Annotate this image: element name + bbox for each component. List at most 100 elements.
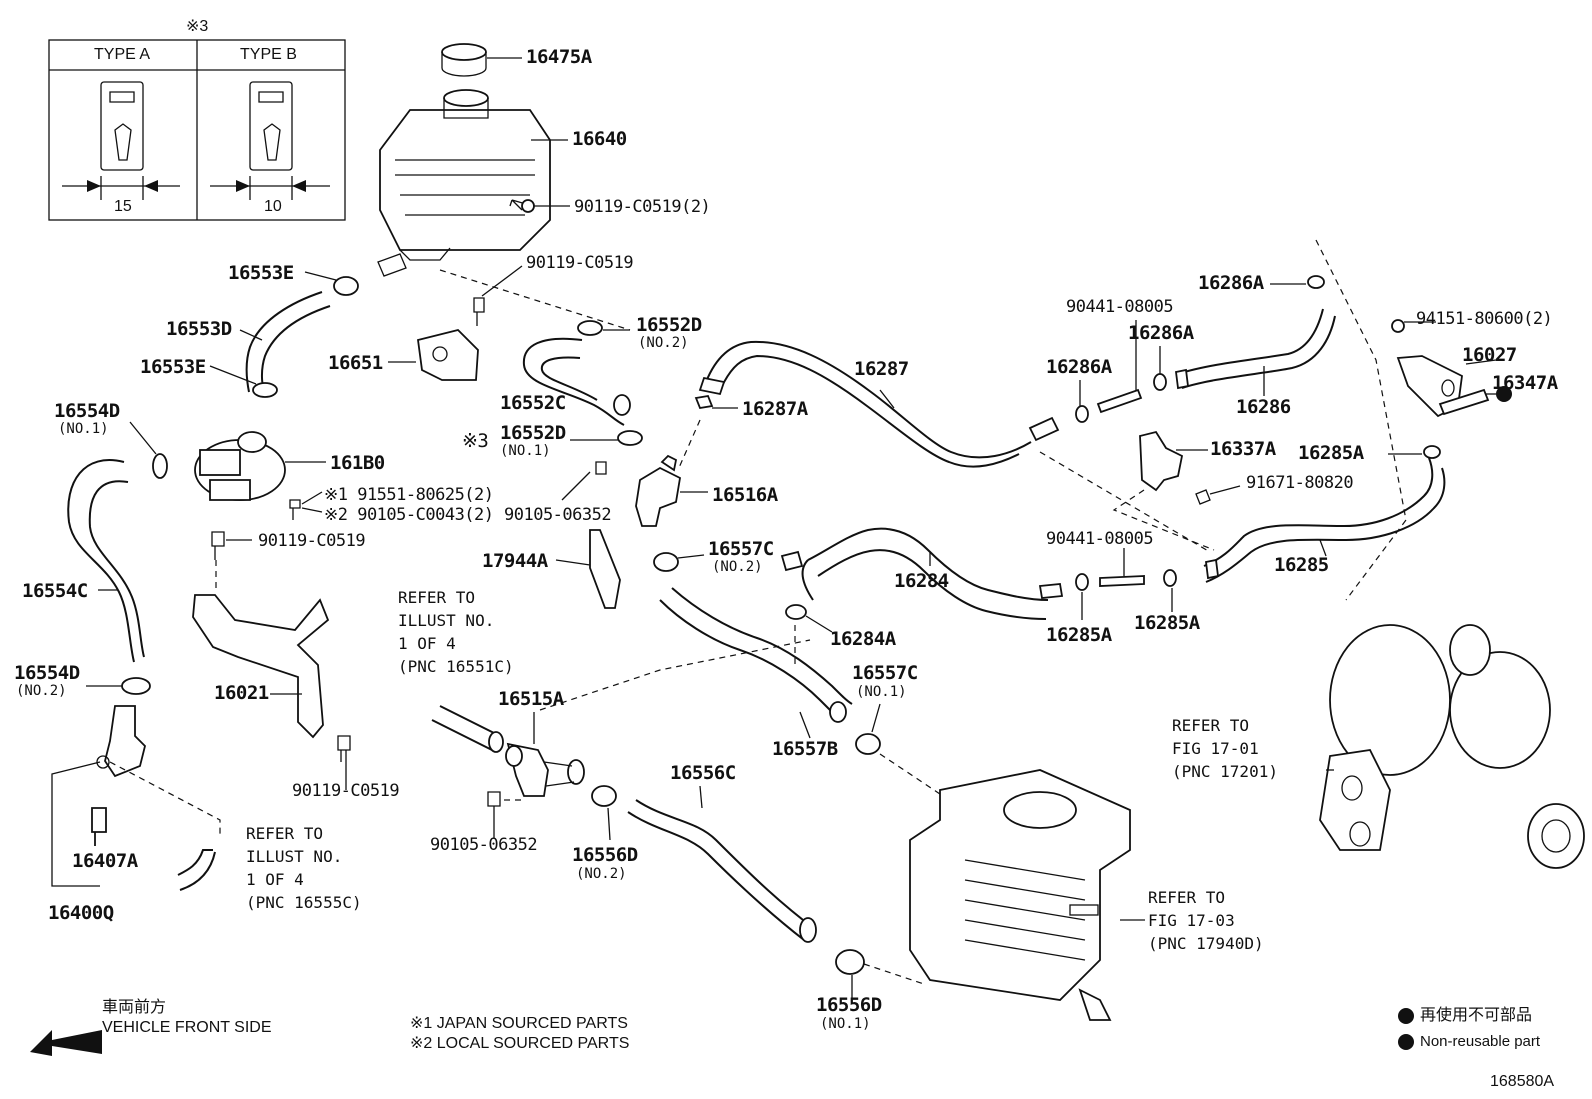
part-16516A: 16516A bbox=[712, 484, 778, 506]
part-16554D-bot: 16554D bbox=[14, 662, 80, 684]
part-90119-c0519-low: 90119-C0519 bbox=[292, 781, 400, 801]
part-16554D-bot-sub: (NO.2) bbox=[16, 683, 67, 699]
tank-bolt bbox=[509, 199, 570, 213]
inset-dim-a: 15 bbox=[114, 198, 132, 215]
hose-16554C bbox=[67, 459, 145, 663]
part-16285A-a: 16285A bbox=[1298, 442, 1364, 464]
clamp-16554D-top bbox=[129, 421, 168, 479]
pump-bolts bbox=[289, 491, 323, 520]
part-16557C-top-sub: (NO.2) bbox=[712, 559, 763, 575]
part-16285: 16285 bbox=[1274, 554, 1329, 576]
clamp-16557C-top bbox=[653, 552, 705, 572]
part-90441-top: 90441-08005 bbox=[1066, 297, 1174, 317]
part-90105-06352-top: 90105-06352 bbox=[504, 505, 612, 525]
front-arrow bbox=[30, 1030, 102, 1056]
part-16400Q: 16400Q bbox=[48, 902, 114, 924]
pipe-90441-top bbox=[1075, 320, 1167, 423]
part-16515A: 16515A bbox=[498, 688, 564, 710]
clip-type-inset bbox=[48, 39, 346, 221]
vehicle-front-en: VEHICLE FRONT SIDE bbox=[102, 1019, 272, 1036]
part-90441-bot: 90441-08005 bbox=[1046, 529, 1154, 549]
hose-ref-16551C bbox=[431, 705, 504, 753]
part-16556D-bot-sub: (NO.1) bbox=[820, 1016, 871, 1032]
part-16337A: 16337A bbox=[1210, 438, 1276, 460]
clamp-16557C-bot bbox=[855, 703, 881, 755]
vehicle-front-jp: 車両前方 bbox=[102, 999, 167, 1016]
clamp-16556D-bot bbox=[835, 949, 865, 1004]
part-16640: 16640 bbox=[572, 128, 627, 150]
hose-16284 bbox=[780, 527, 1064, 620]
part-16347A: 16347A bbox=[1492, 372, 1558, 394]
hose-16557B bbox=[659, 587, 853, 739]
legend-nonreusable-jp: 再使用不可部品 bbox=[1420, 1007, 1533, 1024]
part-16552D-bot-mark: ※3 bbox=[462, 430, 489, 452]
clamp-16553E-top bbox=[304, 271, 359, 296]
part-90105-c0043: ※2 90105-C0043(2) bbox=[324, 505, 494, 525]
part-90119-c0519-top: 90119-C0519 bbox=[526, 253, 634, 273]
part-16407A: 16407A bbox=[72, 850, 138, 872]
part-16556C: 16556C bbox=[670, 762, 736, 784]
part-16651: 16651 bbox=[328, 352, 383, 374]
reservoir-cap bbox=[441, 43, 522, 77]
clip-17944A bbox=[555, 529, 621, 609]
note-japan-sourced: ※1 JAPAN SOURCED PARTS bbox=[410, 1015, 628, 1032]
part-16557C-bot-sub: (NO.1) bbox=[856, 684, 907, 700]
part-16552D-top: 16552D bbox=[636, 314, 702, 336]
part-16553E-bot: 16553E bbox=[140, 356, 206, 378]
hose-16556C bbox=[627, 785, 817, 943]
part-16554C: 16554C bbox=[22, 580, 88, 602]
part-16021: 16021 bbox=[214, 682, 269, 704]
part-16286A-a: 16286A bbox=[1198, 272, 1264, 294]
bolt-90119-top bbox=[473, 265, 523, 326]
part-16553D: 16553D bbox=[166, 318, 232, 340]
part-90119-c0519-2: 90119-C0519(2) bbox=[574, 197, 711, 217]
part-16286A-c: 16286A bbox=[1046, 356, 1112, 378]
clamp-16552D-bot bbox=[570, 430, 643, 446]
part-16552C: 16552C bbox=[500, 392, 566, 414]
legend-nonreusable-en: Non-reusable part bbox=[1420, 1033, 1541, 1050]
sensor-16337A bbox=[1112, 430, 1241, 551]
hose-16286 bbox=[1175, 308, 1336, 396]
clamp-16553E-bot bbox=[209, 365, 278, 398]
part-16285A-c: 16285A bbox=[1134, 612, 1200, 634]
nonreusable-bullet-1 bbox=[1398, 1008, 1414, 1024]
part-16287A: 16287A bbox=[742, 398, 808, 420]
part-17944A: 17944A bbox=[482, 550, 548, 572]
part-16557B: 16557B bbox=[772, 738, 838, 760]
part-16556D-bot: 16556D bbox=[816, 994, 882, 1016]
illustration-number: 168580A bbox=[1490, 1073, 1555, 1090]
part-91551: ※1 91551-80625(2) bbox=[324, 485, 494, 505]
part-16554D-top: 16554D bbox=[54, 400, 120, 422]
nonreusable-marker bbox=[1496, 386, 1512, 402]
water-pump-161B0 bbox=[194, 431, 326, 501]
hose-ref-left bbox=[177, 849, 216, 891]
reservoir-tank bbox=[377, 89, 568, 277]
hose-16287 bbox=[698, 340, 1060, 468]
part-16027: 16027 bbox=[1462, 344, 1517, 366]
note-local-sourced: ※2 LOCAL SOURCED PARTS bbox=[410, 1035, 630, 1052]
part-16284A: 16284A bbox=[830, 628, 896, 650]
hose-16552C bbox=[522, 337, 631, 426]
part-16557C-bot: 16557C bbox=[852, 662, 918, 684]
part-16556D-mid-sub: (NO.2) bbox=[576, 866, 627, 882]
inset-dim-b: 10 bbox=[264, 198, 282, 215]
intercooler-assembly bbox=[909, 769, 1145, 1021]
gasket-16347A bbox=[1391, 319, 1497, 418]
part-16284: 16284 bbox=[894, 570, 949, 592]
valve-16516A bbox=[561, 454, 708, 527]
clamp-16286A-top bbox=[1270, 275, 1325, 289]
part-16285A-b: 16285A bbox=[1046, 624, 1112, 646]
clip-16287A bbox=[677, 394, 738, 471]
part-16475A: 16475A bbox=[526, 46, 592, 68]
pipe-90441-bot bbox=[1075, 548, 1177, 620]
clip-16284A bbox=[785, 604, 833, 633]
nonreusable-bullet-2 bbox=[1398, 1034, 1414, 1050]
part-16287: 16287 bbox=[854, 358, 909, 380]
clamp-16552D-top bbox=[577, 320, 630, 336]
hose-16553D bbox=[239, 291, 331, 397]
part-16552D-top-sub: (NO.2) bbox=[638, 335, 689, 351]
part-16557C-top: 16557C bbox=[708, 538, 774, 560]
